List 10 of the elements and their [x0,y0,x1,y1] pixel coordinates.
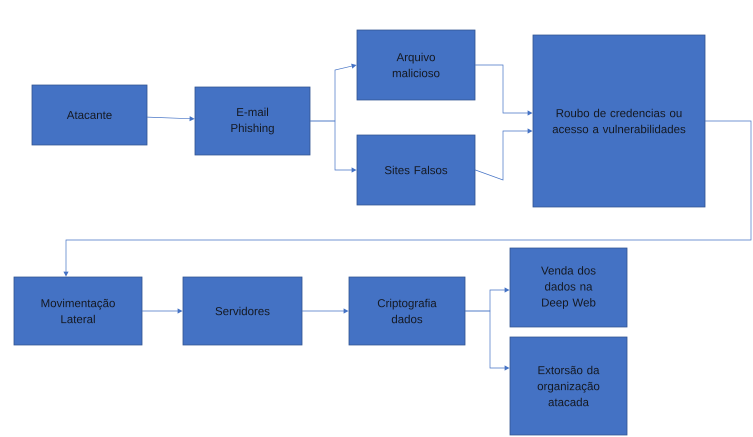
process-box: Sites Falsos [356,134,476,206]
process-box: Extorsão da organização atacada [510,336,628,436]
process-box: Venda dos dados na Deep Web [510,248,628,328]
process-box: Movimentação Lateral [14,276,142,346]
process-box: Roubo de credencias ou acesso a vulnerabilidades [532,34,706,208]
process-box: Arquivo malicioso [356,30,476,100]
process-box: E-mail Phishing [194,86,310,156]
process-box: Servidores [182,276,302,346]
process-box: Atacante [32,84,148,146]
process-box: Criptografia dados [348,276,466,346]
